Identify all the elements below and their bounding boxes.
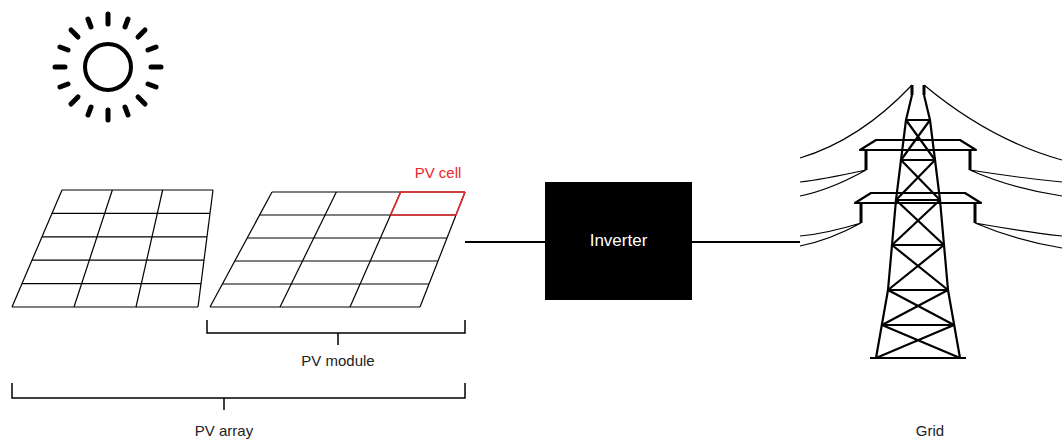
grid-stroke xyxy=(391,214,456,216)
part-label: Grid xyxy=(914,422,946,439)
grid-stroke xyxy=(74,190,112,307)
grid-stroke xyxy=(391,192,401,215)
grid-stroke xyxy=(42,236,207,237)
grid-stroke xyxy=(247,237,447,238)
box-label: Inverter xyxy=(590,231,648,251)
grid-stroke xyxy=(350,192,401,307)
brackets xyxy=(12,320,465,410)
grid-stroke xyxy=(12,190,62,307)
grid-stroke xyxy=(210,192,272,307)
grid-stroke xyxy=(198,190,213,307)
grid-stroke xyxy=(235,260,438,261)
part-label: PV array xyxy=(193,422,255,439)
grid-stroke xyxy=(12,306,198,307)
grid-stroke xyxy=(420,192,465,307)
grid-stroke xyxy=(272,191,465,192)
transmission-tower xyxy=(800,85,1062,358)
grid-stroke xyxy=(22,283,201,284)
grid-stroke xyxy=(52,213,210,214)
part-label: PV cell xyxy=(413,164,464,181)
grid-stroke xyxy=(62,189,213,190)
part-label: PV module xyxy=(299,352,376,369)
sun-icon xyxy=(55,14,161,120)
inverter-box: Inverter xyxy=(545,182,692,300)
grid-stroke xyxy=(222,283,429,284)
grid-stroke xyxy=(260,214,456,215)
pv-modules xyxy=(12,190,465,307)
grid-stroke xyxy=(456,192,465,215)
grid-stroke xyxy=(401,191,465,193)
grid-stroke xyxy=(280,192,336,307)
grid-stroke xyxy=(210,306,420,307)
grid-stroke xyxy=(32,260,204,261)
grid-stroke xyxy=(136,190,163,307)
